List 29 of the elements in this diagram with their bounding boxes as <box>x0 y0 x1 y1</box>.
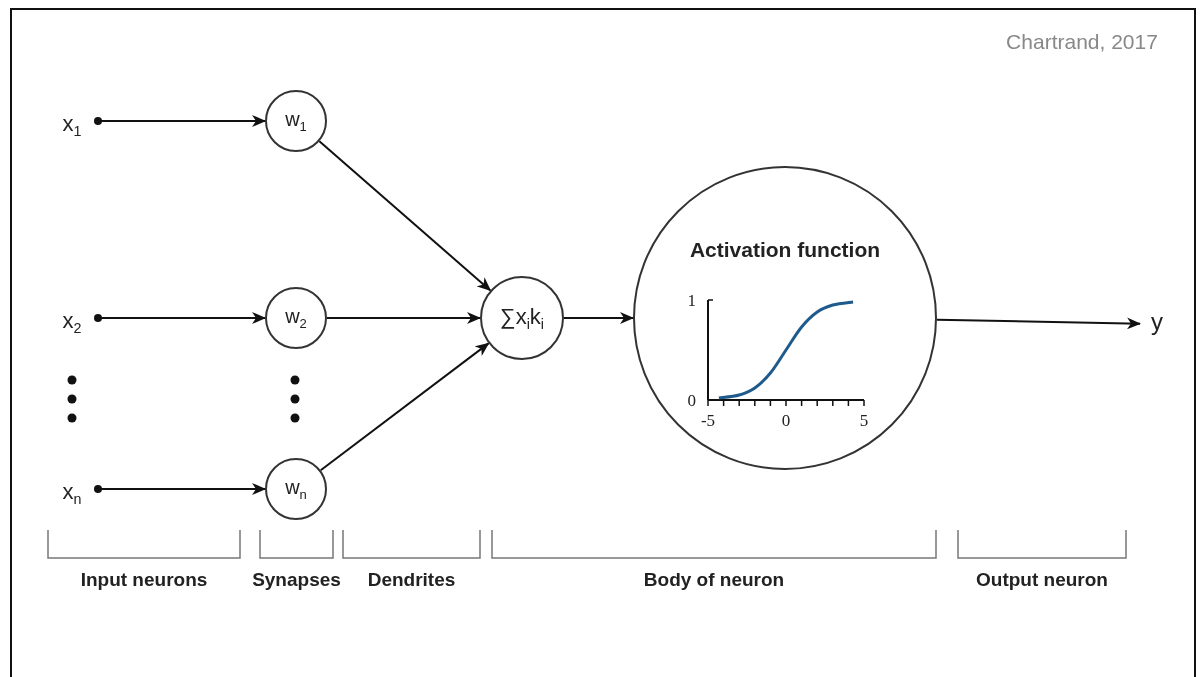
arrow <box>319 342 490 472</box>
summation-circle: ∑x$_{i}$k$_{i}$ <box>480 276 564 360</box>
arrow <box>94 312 266 324</box>
bracket-label: Input neurons <box>80 569 208 591</box>
arrow <box>94 483 266 495</box>
arrow <box>318 140 492 292</box>
bracket-label: Output neuron <box>976 569 1108 591</box>
input-variable: x$_{n}$ <box>52 476 92 510</box>
arrow <box>326 312 481 324</box>
input-variable: x$_{2}$ <box>52 305 92 339</box>
arrow <box>563 312 634 324</box>
weight-circle: w$_{n}$ <box>265 458 327 520</box>
tick-label: -5 <box>700 411 716 430</box>
activation-circle <box>633 166 937 470</box>
bracket-label: Body of neuron <box>643 569 785 591</box>
arrow <box>94 115 266 127</box>
bracket-label: Synapses <box>252 569 341 591</box>
output-variable: y <box>1144 305 1170 339</box>
tick-label: 1 <box>687 291 696 310</box>
weight-circle: w$_{1}$ <box>265 90 327 152</box>
bracket-label: Dendrites <box>367 569 456 591</box>
citation-text: Chartrand, 2017 <box>1006 30 1158 54</box>
tick-label: 0 <box>687 391 696 410</box>
weight-circle: w$_{2}$ <box>265 287 327 349</box>
arrow <box>936 317 1141 330</box>
input-variable: x$_{1}$ <box>52 108 92 142</box>
tick-label: 0 <box>781 411 791 430</box>
chart-title: Activation function <box>689 238 881 262</box>
tick-label: 5 <box>859 411 869 430</box>
